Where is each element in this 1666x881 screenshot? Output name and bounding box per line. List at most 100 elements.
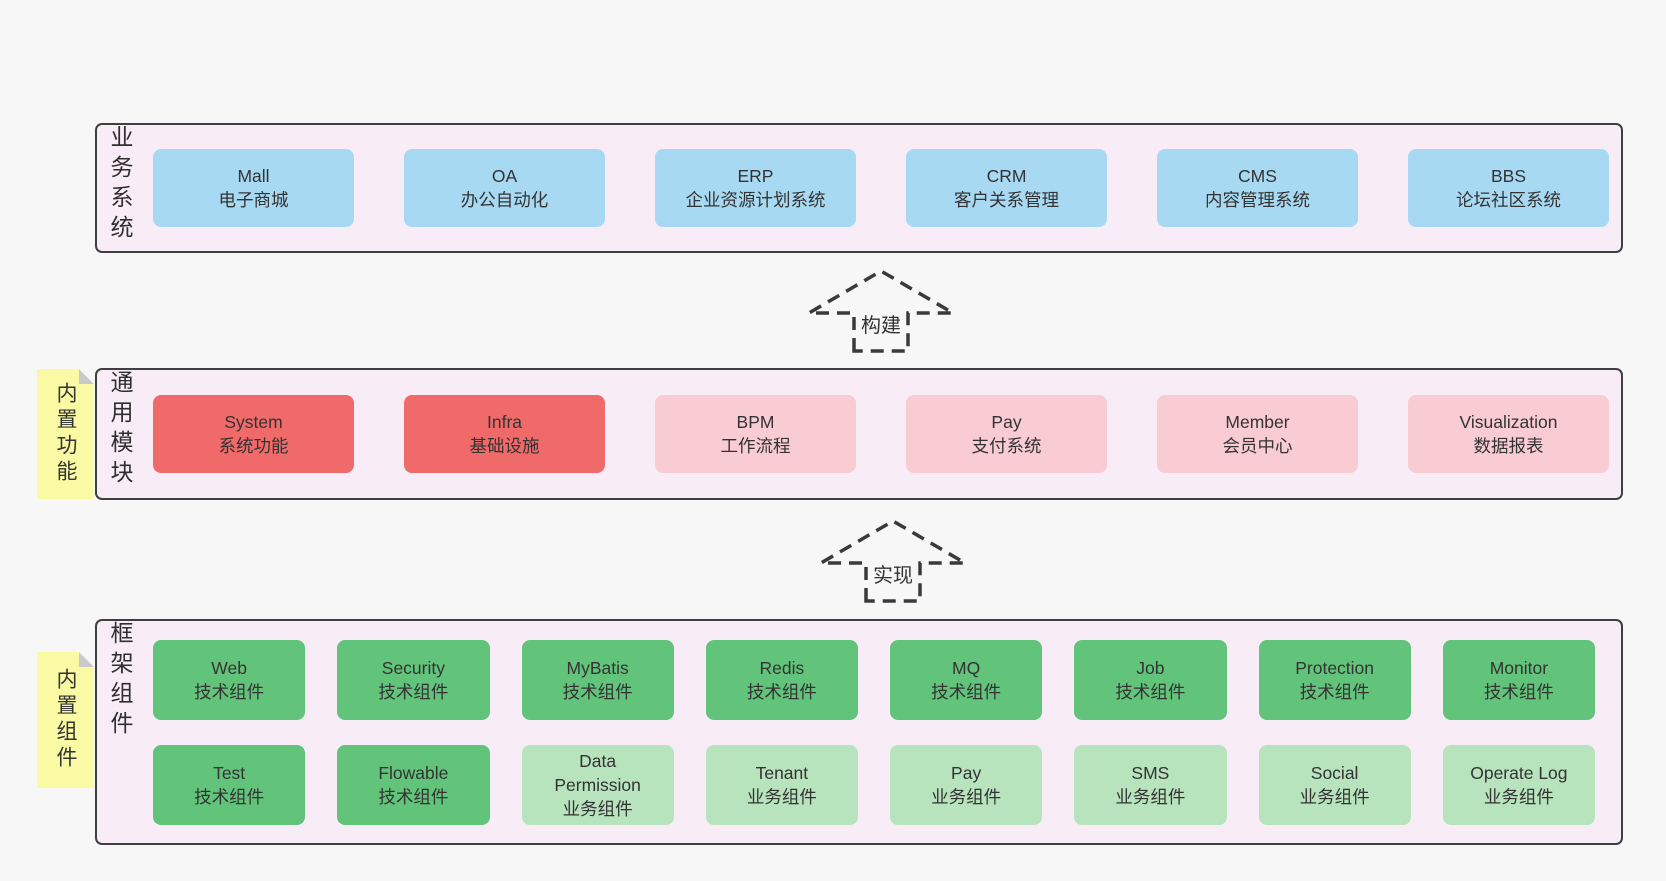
node-subtitle: 业务组件: [931, 787, 1002, 807]
node-redis: Redis 技术组件: [705, 640, 858, 720]
node-subtitle: 业务组件: [1483, 787, 1554, 807]
folded-corner-icon: [79, 369, 94, 384]
node-title: Redis: [759, 657, 805, 678]
node-title: Social: [1310, 762, 1359, 783]
node-web: Web 技术组件: [153, 640, 306, 720]
node-bpm: BPM 工作流程: [655, 395, 856, 473]
node-title: Tenant: [755, 762, 809, 783]
node-cms: CMS 内容管理系统: [1157, 149, 1358, 227]
node-subtitle: 会员中心: [1222, 436, 1293, 456]
node-subtitle: 内容管理系统: [1205, 190, 1310, 210]
node-title: Monitor: [1489, 657, 1549, 678]
node-title: Data Permission: [554, 750, 641, 795]
node-subtitle: 技术组件: [746, 682, 817, 702]
node-job: Job 技术组件: [1074, 640, 1227, 720]
common-modules-layer: 通用模块 System 系统功能 Infra 基础设施 BPM 工作流程 Pay…: [95, 368, 1623, 500]
business-boxes: Mall 电子商城 OA 办公自动化 ERP 企业资源计划系统 CRM 客户关系…: [153, 125, 1609, 251]
node-title: Flowable: [378, 762, 449, 783]
node-title: Operate Log: [1470, 762, 1568, 783]
node-subtitle: 技术组件: [194, 787, 265, 807]
implement-arrow: 实现: [818, 518, 968, 604]
modules-layer-label: 通用模块: [107, 370, 133, 490]
node-tenant: Tenant 业务组件: [705, 745, 858, 825]
node-subtitle: 技术组件: [1483, 682, 1554, 702]
sticky-label: 内置功能: [54, 382, 77, 486]
component-row-1: Web 技术组件 Security 技术组件 MyBatis 技术组件 Redi…: [153, 640, 1595, 720]
components-layer-label: 框架组件: [107, 621, 133, 741]
business-systems-layer: 业务系统 Mall 电子商城 OA 办公自动化 ERP 企业资源计划系统 CRM…: [95, 123, 1623, 253]
node-title: OA: [491, 165, 518, 186]
node-subtitle: 业务组件: [1115, 787, 1186, 807]
sticky-label: 内置组件: [54, 668, 77, 772]
node-title: Pay: [991, 411, 1022, 432]
up-arrow-icon: [818, 518, 968, 603]
node-security: Security 技术组件: [337, 640, 490, 720]
node-subtitle: 技术组件: [1299, 682, 1370, 702]
node-title: CRM: [986, 165, 1027, 186]
node-subtitle: 论坛社区系统: [1456, 190, 1561, 210]
node-subtitle: 客户关系管理: [954, 190, 1059, 210]
node-title: System: [224, 411, 283, 432]
node-visualization: Visualization 数据报表: [1408, 395, 1609, 473]
node-infra: Infra 基础设施: [404, 395, 605, 473]
builtin-functions-sticky-note: 内置功能: [37, 369, 94, 499]
node-mq: MQ 技术组件: [890, 640, 1043, 720]
node-member: Member 会员中心: [1157, 395, 1358, 473]
node-title: Mall: [237, 165, 270, 186]
node-title: Test: [213, 762, 246, 783]
node-title: Infra: [486, 411, 523, 432]
component-row-2: Test 技术组件 Flowable 技术组件 Data Permission …: [153, 745, 1595, 825]
node-subtitle: 基础设施: [469, 436, 540, 456]
build-arrow: 构建: [806, 268, 956, 354]
node-title: Security: [381, 657, 445, 678]
node-subtitle: 技术组件: [194, 682, 265, 702]
node-oa: OA 办公自动化: [404, 149, 605, 227]
node-test: Test 技术组件: [153, 745, 306, 825]
node-title: MQ: [952, 657, 981, 678]
business-layer-label: 业务系统: [107, 125, 133, 245]
node-mybatis: MyBatis 技术组件: [521, 640, 674, 720]
node-title: SMS: [1131, 762, 1170, 783]
node-title: Visualization: [1459, 411, 1558, 432]
node-title: Pay: [951, 762, 982, 783]
node-social: Social 业务组件: [1258, 745, 1411, 825]
node-crm: CRM 客户关系管理: [906, 149, 1107, 227]
implement-arrow-label: 实现: [870, 559, 916, 588]
framework-components-layer: 框架组件 Web 技术组件 Security 技术组件 MyBatis 技术组件…: [95, 619, 1623, 845]
node-title: ERP: [737, 165, 774, 186]
node-title: Job: [1136, 657, 1165, 678]
node-protection: Protection 技术组件: [1258, 640, 1411, 720]
node-subtitle: 业务组件: [1299, 787, 1370, 807]
node-title: BBS: [1490, 165, 1527, 186]
node-subtitle: 数据报表: [1473, 436, 1544, 456]
node-flowable: Flowable 技术组件: [337, 745, 490, 825]
component-rows: Web 技术组件 Security 技术组件 MyBatis 技术组件 Redi…: [153, 640, 1595, 825]
node-subtitle: 支付系统: [971, 436, 1042, 456]
node-subtitle: 企业资源计划系统: [685, 190, 826, 210]
build-arrow-label: 构建: [858, 309, 904, 338]
node-erp: ERP 企业资源计划系统: [655, 149, 856, 227]
node-subtitle: 工作流程: [720, 436, 791, 456]
node-subtitle: 技术组件: [378, 682, 449, 702]
node-pay-module: Pay 支付系统: [906, 395, 1107, 473]
builtin-components-sticky-note: 内置组件: [37, 652, 94, 788]
node-subtitle: 业务组件: [746, 787, 817, 807]
node-data-permission: Data Permission 业务组件: [521, 745, 674, 825]
folded-corner-icon: [79, 652, 94, 667]
node-sms: SMS 业务组件: [1074, 745, 1227, 825]
node-title: CMS: [1238, 165, 1277, 186]
node-subtitle: 电子商城: [218, 190, 289, 210]
node-subtitle: 业务组件: [562, 799, 633, 820]
node-subtitle: 技术组件: [1115, 682, 1186, 702]
node-bbs: BBS 论坛社区系统: [1408, 149, 1609, 227]
node-pay-component: Pay 业务组件: [890, 745, 1043, 825]
node-subtitle: 技术组件: [562, 682, 633, 702]
module-boxes: System 系统功能 Infra 基础设施 BPM 工作流程 Pay 支付系统…: [153, 370, 1609, 498]
node-title: Member: [1225, 411, 1290, 432]
node-monitor: Monitor 技术组件: [1442, 640, 1595, 720]
node-subtitle: 系统功能: [218, 436, 289, 456]
node-mall: Mall 电子商城: [153, 149, 354, 227]
up-arrow-icon: [806, 268, 956, 353]
node-title: Protection: [1295, 657, 1375, 678]
